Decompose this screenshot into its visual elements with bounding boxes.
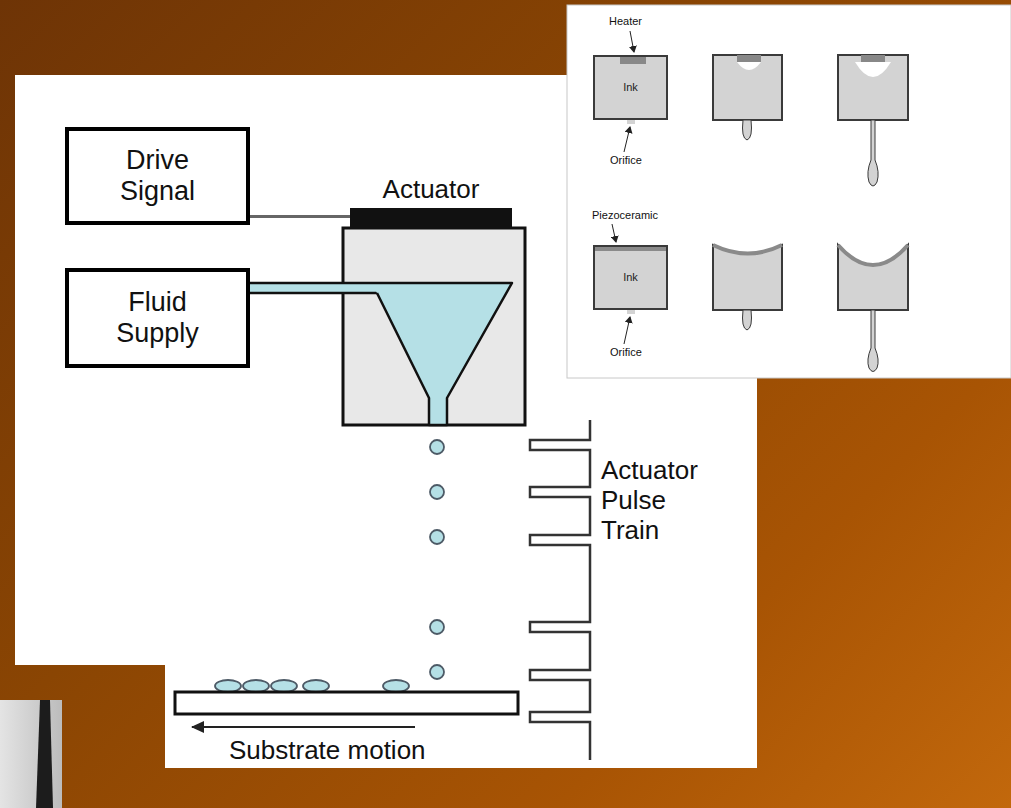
fluid-pipe: [250, 283, 380, 293]
signal-label: Actuator Pulse Train: [601, 456, 731, 546]
piezo-chamber: [838, 245, 908, 372]
droplet: [430, 620, 444, 634]
thermal-chamber: [838, 55, 908, 186]
thermal-chamber: [713, 55, 782, 140]
node-text: Ink: [623, 82, 638, 93]
supply-box: Fluid Supply: [65, 268, 250, 368]
leader-line: [630, 31, 634, 52]
callout-label: Heater: [609, 15, 642, 28]
piezoceramic: [713, 245, 782, 254]
orifice: [627, 310, 635, 314]
ink-chamber: Ink: [593, 55, 668, 120]
actuator-bar: Actuator: [350, 208, 512, 228]
pipe-wall: [250, 282, 372, 285]
pulse-train: [530, 420, 590, 760]
leader-line: [624, 127, 630, 152]
chamber: [713, 55, 782, 120]
white-panel: [165, 640, 757, 768]
droplet: [430, 530, 444, 544]
motion-arrow: [192, 726, 415, 728]
signal-wire: [250, 215, 350, 218]
callout-label: Orifice: [610, 154, 642, 167]
leader-line: [624, 317, 630, 344]
orifice: [627, 120, 635, 124]
deposited-drop: [303, 680, 329, 692]
chamber: [713, 245, 782, 310]
ink-chamber: Ink: [593, 245, 668, 310]
ink-funnel: [372, 283, 512, 425]
deposited-drop: [215, 680, 241, 692]
piezoceramic: [838, 245, 908, 265]
deposited-drop: [271, 680, 297, 692]
heater: [861, 55, 885, 62]
ink-bulge: [743, 310, 752, 330]
node-text: Drive Signal: [103, 145, 213, 207]
motion-label: Substrate motion: [229, 736, 426, 766]
node-text: Actuator: [383, 176, 480, 202]
callout-label: Orifice: [610, 346, 642, 359]
node-text: Fluid Supply: [103, 287, 213, 349]
heater: [737, 55, 761, 62]
node-text: Ink: [623, 272, 638, 283]
signal-box: Drive Signal: [65, 127, 250, 225]
vapor-bubble: [855, 62, 891, 77]
piezoceramic: [595, 247, 666, 251]
droplet: [430, 485, 444, 499]
piezo-chamber: [713, 245, 782, 330]
ink-bulge: [743, 120, 752, 140]
deposited-drop: [383, 680, 409, 692]
leader-line: [612, 224, 616, 242]
photo-snippet: [0, 700, 62, 808]
droplet: [430, 665, 444, 679]
printhead-housing: [343, 228, 525, 425]
ejected-drop: [868, 120, 878, 186]
substrate: [175, 692, 518, 714]
callout-label: Piezoceramic: [592, 209, 658, 222]
droplets: [215, 440, 444, 692]
ejected-drop: [868, 310, 878, 372]
chamber: [838, 245, 908, 310]
photo-nozzle: [36, 700, 53, 808]
inset-panel: [567, 5, 1011, 378]
heater: [620, 57, 646, 64]
pipe-wall: [250, 292, 377, 295]
vapor-bubble: [737, 62, 761, 70]
chamber: [838, 55, 908, 120]
droplet: [430, 440, 444, 454]
deposited-drop: [243, 680, 269, 692]
